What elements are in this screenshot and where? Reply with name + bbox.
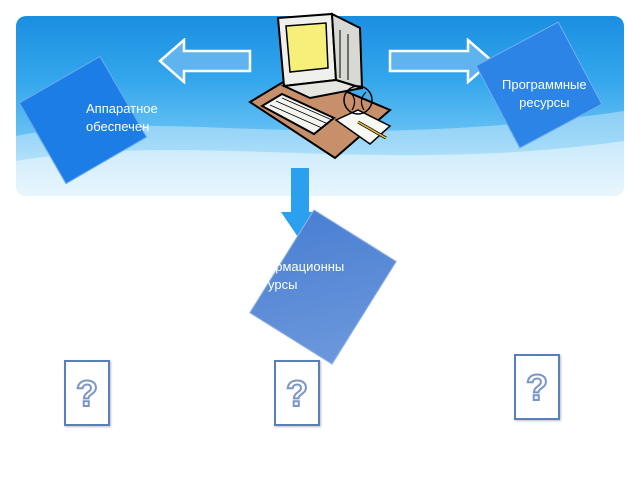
information-label-line1: ормационны (268, 259, 345, 274)
question-mark-icon: ? (75, 372, 99, 415)
information-label-line2: урсы (268, 277, 298, 292)
question-card-center[interactable]: ? (274, 360, 320, 426)
svg-text:?: ? (76, 373, 98, 414)
question-card-right[interactable]: ? (514, 354, 560, 420)
software-resources-label: Программные ресурсы (502, 76, 587, 112)
question-mark-icon: ? (285, 372, 309, 415)
question-card-left[interactable]: ? (64, 360, 110, 426)
question-mark-icon: ? (525, 366, 549, 409)
arrow-right-icon (388, 38, 494, 84)
hardware-label-line2: обеспечен (86, 119, 150, 134)
software-label-line2: ресурсы (519, 95, 570, 110)
svg-text:?: ? (286, 373, 308, 414)
software-label-line1: Программные (502, 77, 587, 92)
banner-wave-decoration (16, 111, 624, 196)
information-resources-label: ормационны урсы (268, 258, 382, 294)
computer-clipart-icon (248, 12, 392, 160)
svg-text:?: ? (526, 367, 548, 408)
hardware-label-line1: Аппаратное (86, 101, 158, 116)
hardware-resources-label: Аппаратное обеспечен (86, 100, 158, 136)
arrow-left-icon (158, 38, 252, 84)
